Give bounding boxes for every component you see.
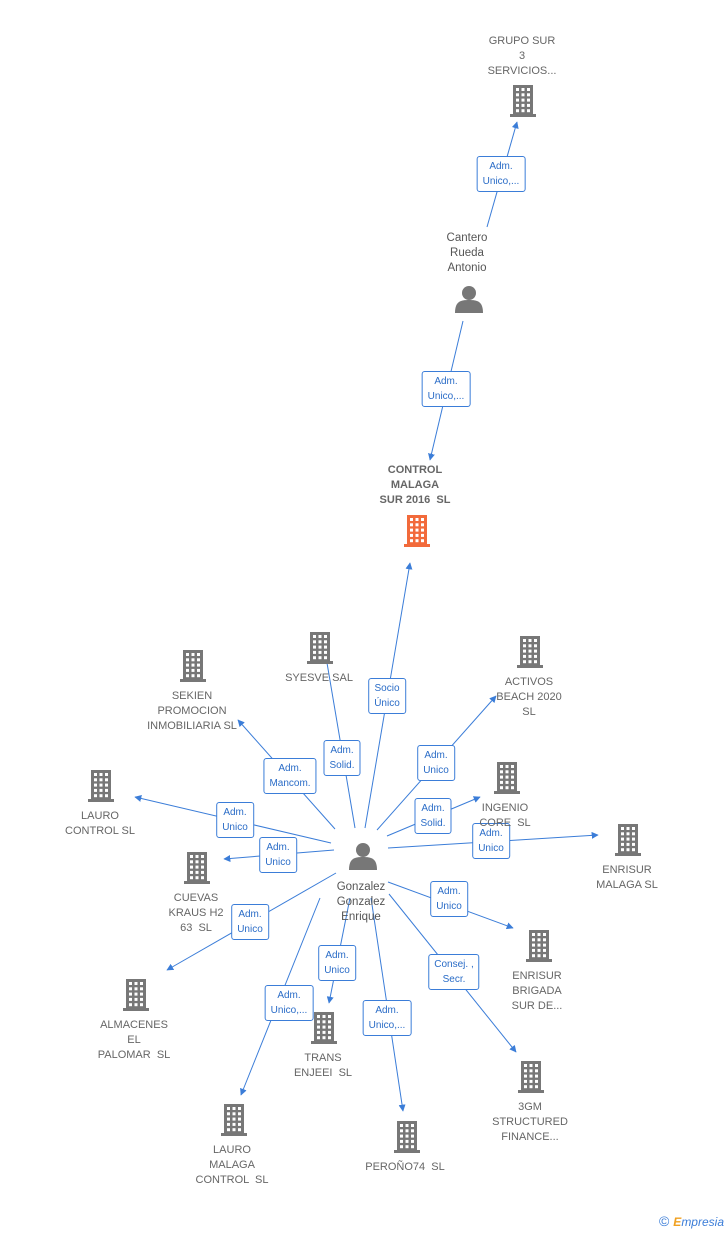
brand-watermark: ©Empresia (659, 1213, 724, 1229)
building-icon-grupo_sur (510, 85, 536, 117)
node-label-lauro_control[interactable]: LAURO CONTROL SL (65, 810, 135, 837)
copyright-icon: © (658, 1213, 670, 1229)
node-label-gonzalez[interactable]: Gonzalez Gonzalez Enrique (336, 881, 386, 923)
edge-label-trans[interactable]: Adm. Unico (318, 945, 356, 981)
node-label-enrisur_brigada[interactable]: ENRISUR BRIGADA SUR DE... (511, 970, 563, 1012)
node-label-ingenio[interactable]: INGENIO CORE SL (479, 802, 531, 829)
edge-label-almacenes[interactable]: Adm. Unico (231, 904, 269, 940)
building-icon-syesve (307, 632, 333, 664)
edge-label-sekien[interactable]: Adm. Mancom. (263, 758, 317, 794)
edge-label-gm3[interactable]: Consej. , Secr. (428, 954, 480, 990)
edge-label-enrisur_brigada[interactable]: Adm. Unico (430, 881, 468, 917)
edge-label-cuevas[interactable]: Adm. Unico (259, 837, 297, 873)
node-label-lauro_malaga[interactable]: LAURO MALAGA CONTROL SL (195, 1144, 269, 1186)
building-icon-lauro_malaga (221, 1104, 247, 1136)
edge-label-control_malaga[interactable]: Socio Único (368, 678, 406, 714)
node-label-control_malaga[interactable]: CONTROL MALAGA SUR 2016 SL (379, 464, 451, 506)
edges-layer (134, 121, 599, 1112)
node-label-perono[interactable]: PEROÑO74 SL (365, 1161, 445, 1173)
edge-label-activos[interactable]: Adm. Unico (417, 745, 455, 781)
building-icon-cuevas (184, 852, 210, 884)
node-label-cuevas[interactable]: CUEVAS KRAUS H2 63 SL (168, 892, 224, 934)
building-icon-perono (394, 1121, 420, 1153)
building-icon-enrisur_malaga (615, 824, 641, 856)
building-icon-lauro_control (88, 770, 114, 802)
node-label-cantero[interactable]: Cantero Rueda Antonio (446, 232, 488, 274)
building-icon-activos (517, 636, 543, 668)
edge-label-enrisur_malaga[interactable]: Adm. Unico (472, 823, 510, 859)
edge-label-ingenio[interactable]: Adm. Solid. (414, 798, 452, 834)
edge-label-grupo_sur[interactable]: Adm. Unico,... (476, 156, 526, 192)
edge-label-perono[interactable]: Adm. Unico,... (362, 1000, 412, 1036)
person-icon-gonzalez (349, 843, 377, 870)
node-label-enrisur_malaga[interactable]: ENRISUR MALAGA SL (596, 864, 658, 891)
node-label-almacenes[interactable]: ALMACENES EL PALOMAR SL (97, 1019, 171, 1061)
node-label-sekien[interactable]: SEKIEN PROMOCION INMOBILIARIA SL (147, 690, 237, 732)
node-label-activos[interactable]: ACTIVOS BEACH 2020 SL (496, 676, 562, 718)
building-icon-almacenes (123, 979, 149, 1011)
edge-label-lauro_control[interactable]: Adm. Unico (216, 802, 254, 838)
edge-label-lauro_malaga[interactable]: Adm. Unico,... (264, 985, 314, 1021)
building-icon-control_malaga (404, 515, 430, 547)
edge-label-control_malaga[interactable]: Adm. Unico,... (421, 371, 471, 407)
brand-logo-initial: E (673, 1215, 682, 1229)
building-icon-sekien (180, 650, 206, 682)
building-icon-trans (311, 1012, 337, 1044)
building-icon-gm3 (518, 1061, 544, 1093)
building-icon-ingenio (494, 762, 520, 794)
node-label-grupo_sur[interactable]: GRUPO SUR 3 SERVICIOS... (487, 35, 557, 77)
node-label-trans[interactable]: TRANS ENJEEI SL (293, 1052, 353, 1079)
edge-label-syesve[interactable]: Adm. Solid. (323, 740, 361, 776)
brand-logo-name: mpresia (681, 1215, 724, 1229)
building-icon-enrisur_brigada (526, 930, 552, 962)
icons-layer (88, 85, 641, 1153)
node-label-syesve[interactable]: SYESVE SAL (285, 672, 353, 684)
node-label-gm3[interactable]: 3GM STRUCTURED FINANCE... (492, 1101, 568, 1143)
person-icon-cantero (455, 286, 483, 313)
